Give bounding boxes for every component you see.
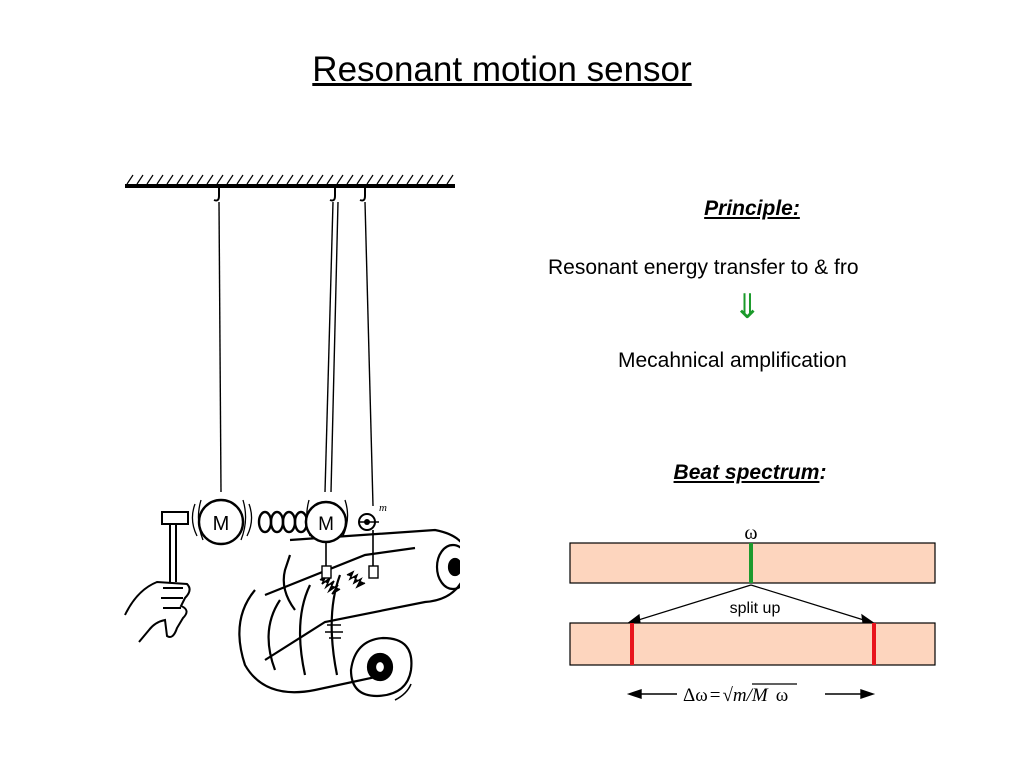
mass-right-label: M [318,514,334,535]
pendulum-apparatus-illustration: M M m [124,174,460,701]
omega-label: ω [744,522,757,544]
hand-icon [124,580,191,643]
split-arrows [624,584,878,625]
beat-spectrum-heading-text: Beat spectrum [673,461,820,484]
mass-left: M [197,498,245,546]
beat-spectrum-diagram: ω split up Δω=√m/M ω [569,522,936,706]
spectrum-band-bottom [569,622,936,666]
formula-omega: ω [776,685,789,706]
formula-sqrt-icon: √ [722,685,733,706]
delta-omega-formula: Δω=√m/M ω [683,685,788,706]
beat-spectrum-heading-colon: : [819,461,827,484]
principle-line-energy-transfer: Resonant energy transfer to & fro [548,256,859,279]
mass-small-label: m [379,502,387,514]
formula-arrows [626,689,876,699]
formula-delta-omega: Δω [683,685,708,706]
belt-rollers [238,528,460,701]
principle-heading: Principle: [704,197,800,220]
belt-trace-marks [319,570,366,639]
mass-left-label: M [213,513,230,535]
page-title: Resonant motion sensor [312,50,692,89]
split-up-label: split up [730,600,781,617]
formula-equals: = [710,685,721,706]
mass-small: m [321,502,387,579]
pendulum-strings [218,201,374,507]
beat-spectrum-heading: Beat spectrum: [640,461,860,485]
principle-line-amplification: Mecahnical amplification [618,349,847,372]
mass-right: M [304,500,348,544]
hammer-icon [161,511,189,582]
formula-sqrt-argument: m/M [733,685,769,706]
ceiling [125,174,455,188]
hooks [213,188,366,202]
double-down-arrow-icon: ⇓ [733,288,762,326]
